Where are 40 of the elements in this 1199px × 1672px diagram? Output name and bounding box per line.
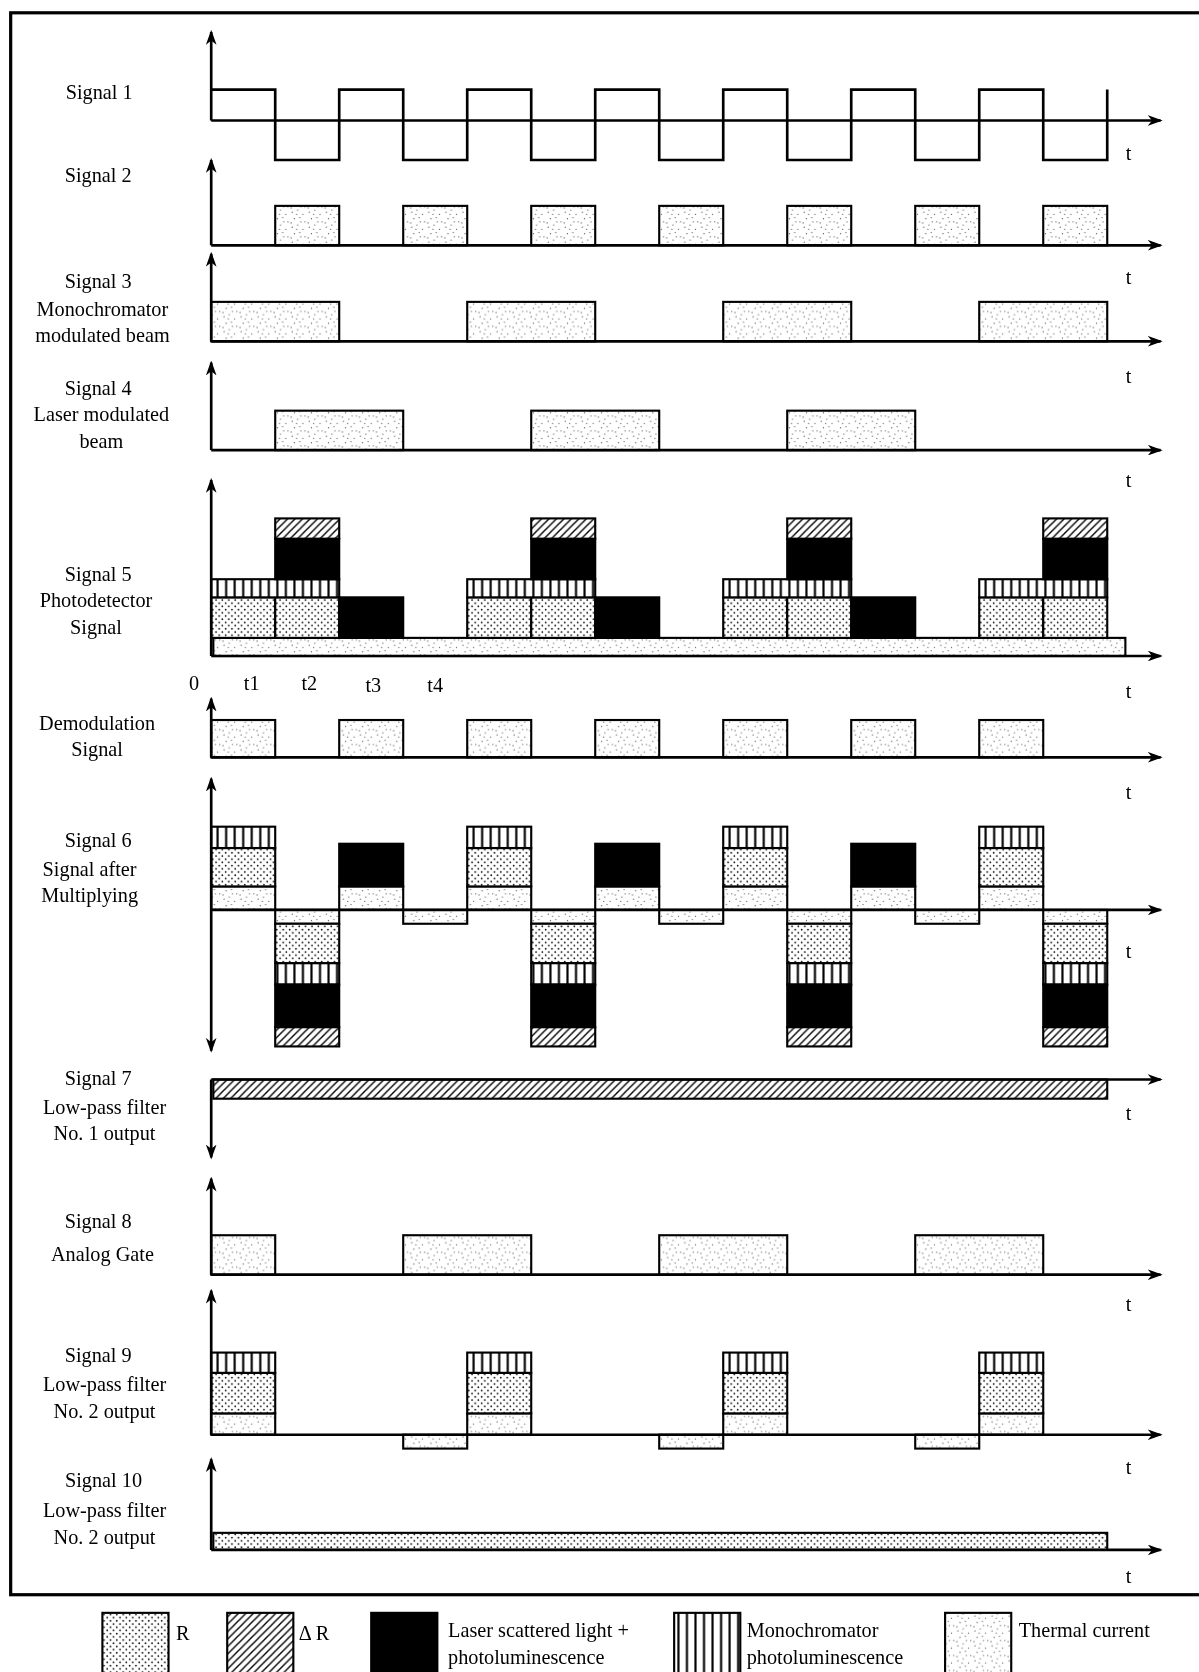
signal-label: Signal 10 [63, 1467, 144, 1494]
signal-description: Low-pass filter No. 2 output [41, 1371, 168, 1425]
legend-label: Monochromator photoluminescence [746, 1618, 905, 1671]
time-mark: t1 [242, 671, 261, 697]
time-mark: 0 [188, 671, 201, 697]
time-mark: t4 [426, 673, 445, 699]
signal-label: Signal 7 [63, 1065, 133, 1092]
signal-label: Signal 9 [63, 1343, 133, 1369]
time-mark: t2 [300, 671, 319, 697]
signal-description: Photodetector Signal [38, 587, 154, 640]
signal-description: Monochromator modulated beam [34, 296, 171, 349]
signal-label: Signal 3 [63, 268, 133, 295]
axis-label: t [1124, 1100, 1133, 1127]
signal-label: Signal 8 [63, 1208, 133, 1235]
signal-description: Low-pass filter No. 1 output [41, 1094, 168, 1147]
axis-label: t [1124, 1455, 1133, 1481]
signal-label: Signal 1 [64, 80, 134, 106]
axis-label: t [1124, 1563, 1133, 1590]
legend-label: Thermal current [1018, 1618, 1151, 1644]
axis-label: t [1124, 779, 1133, 806]
legend-label: R [176, 1620, 191, 1646]
signal-label: Signal 2 [63, 163, 133, 189]
axis-label: t [1124, 938, 1133, 965]
axis-label: t [1124, 264, 1133, 290]
axis-label: t [1124, 363, 1133, 390]
signal-label: Signal 4 [63, 375, 133, 402]
signal-label: Signal 6 [63, 827, 133, 854]
axis-label: t [1124, 140, 1133, 167]
signal-label: Demodulation Signal [38, 710, 157, 763]
signal-description: Analog Gate [49, 1241, 155, 1268]
axis-label: t [1124, 468, 1133, 494]
signal-description: Signal after Multiplying [40, 856, 139, 909]
legend-label: Δ R [298, 1620, 331, 1646]
signal-description: Low-pass filter No. 2 output [41, 1497, 168, 1550]
time-mark: t3 [364, 673, 383, 699]
axis-label: t [1124, 1291, 1133, 1318]
axis-label: t [1124, 678, 1133, 704]
legend-label: Laser scattered light + photoluminescence [448, 1618, 630, 1671]
signal-description: Laser modulated beam [32, 402, 171, 455]
signal-label: Signal 5 [63, 562, 133, 588]
